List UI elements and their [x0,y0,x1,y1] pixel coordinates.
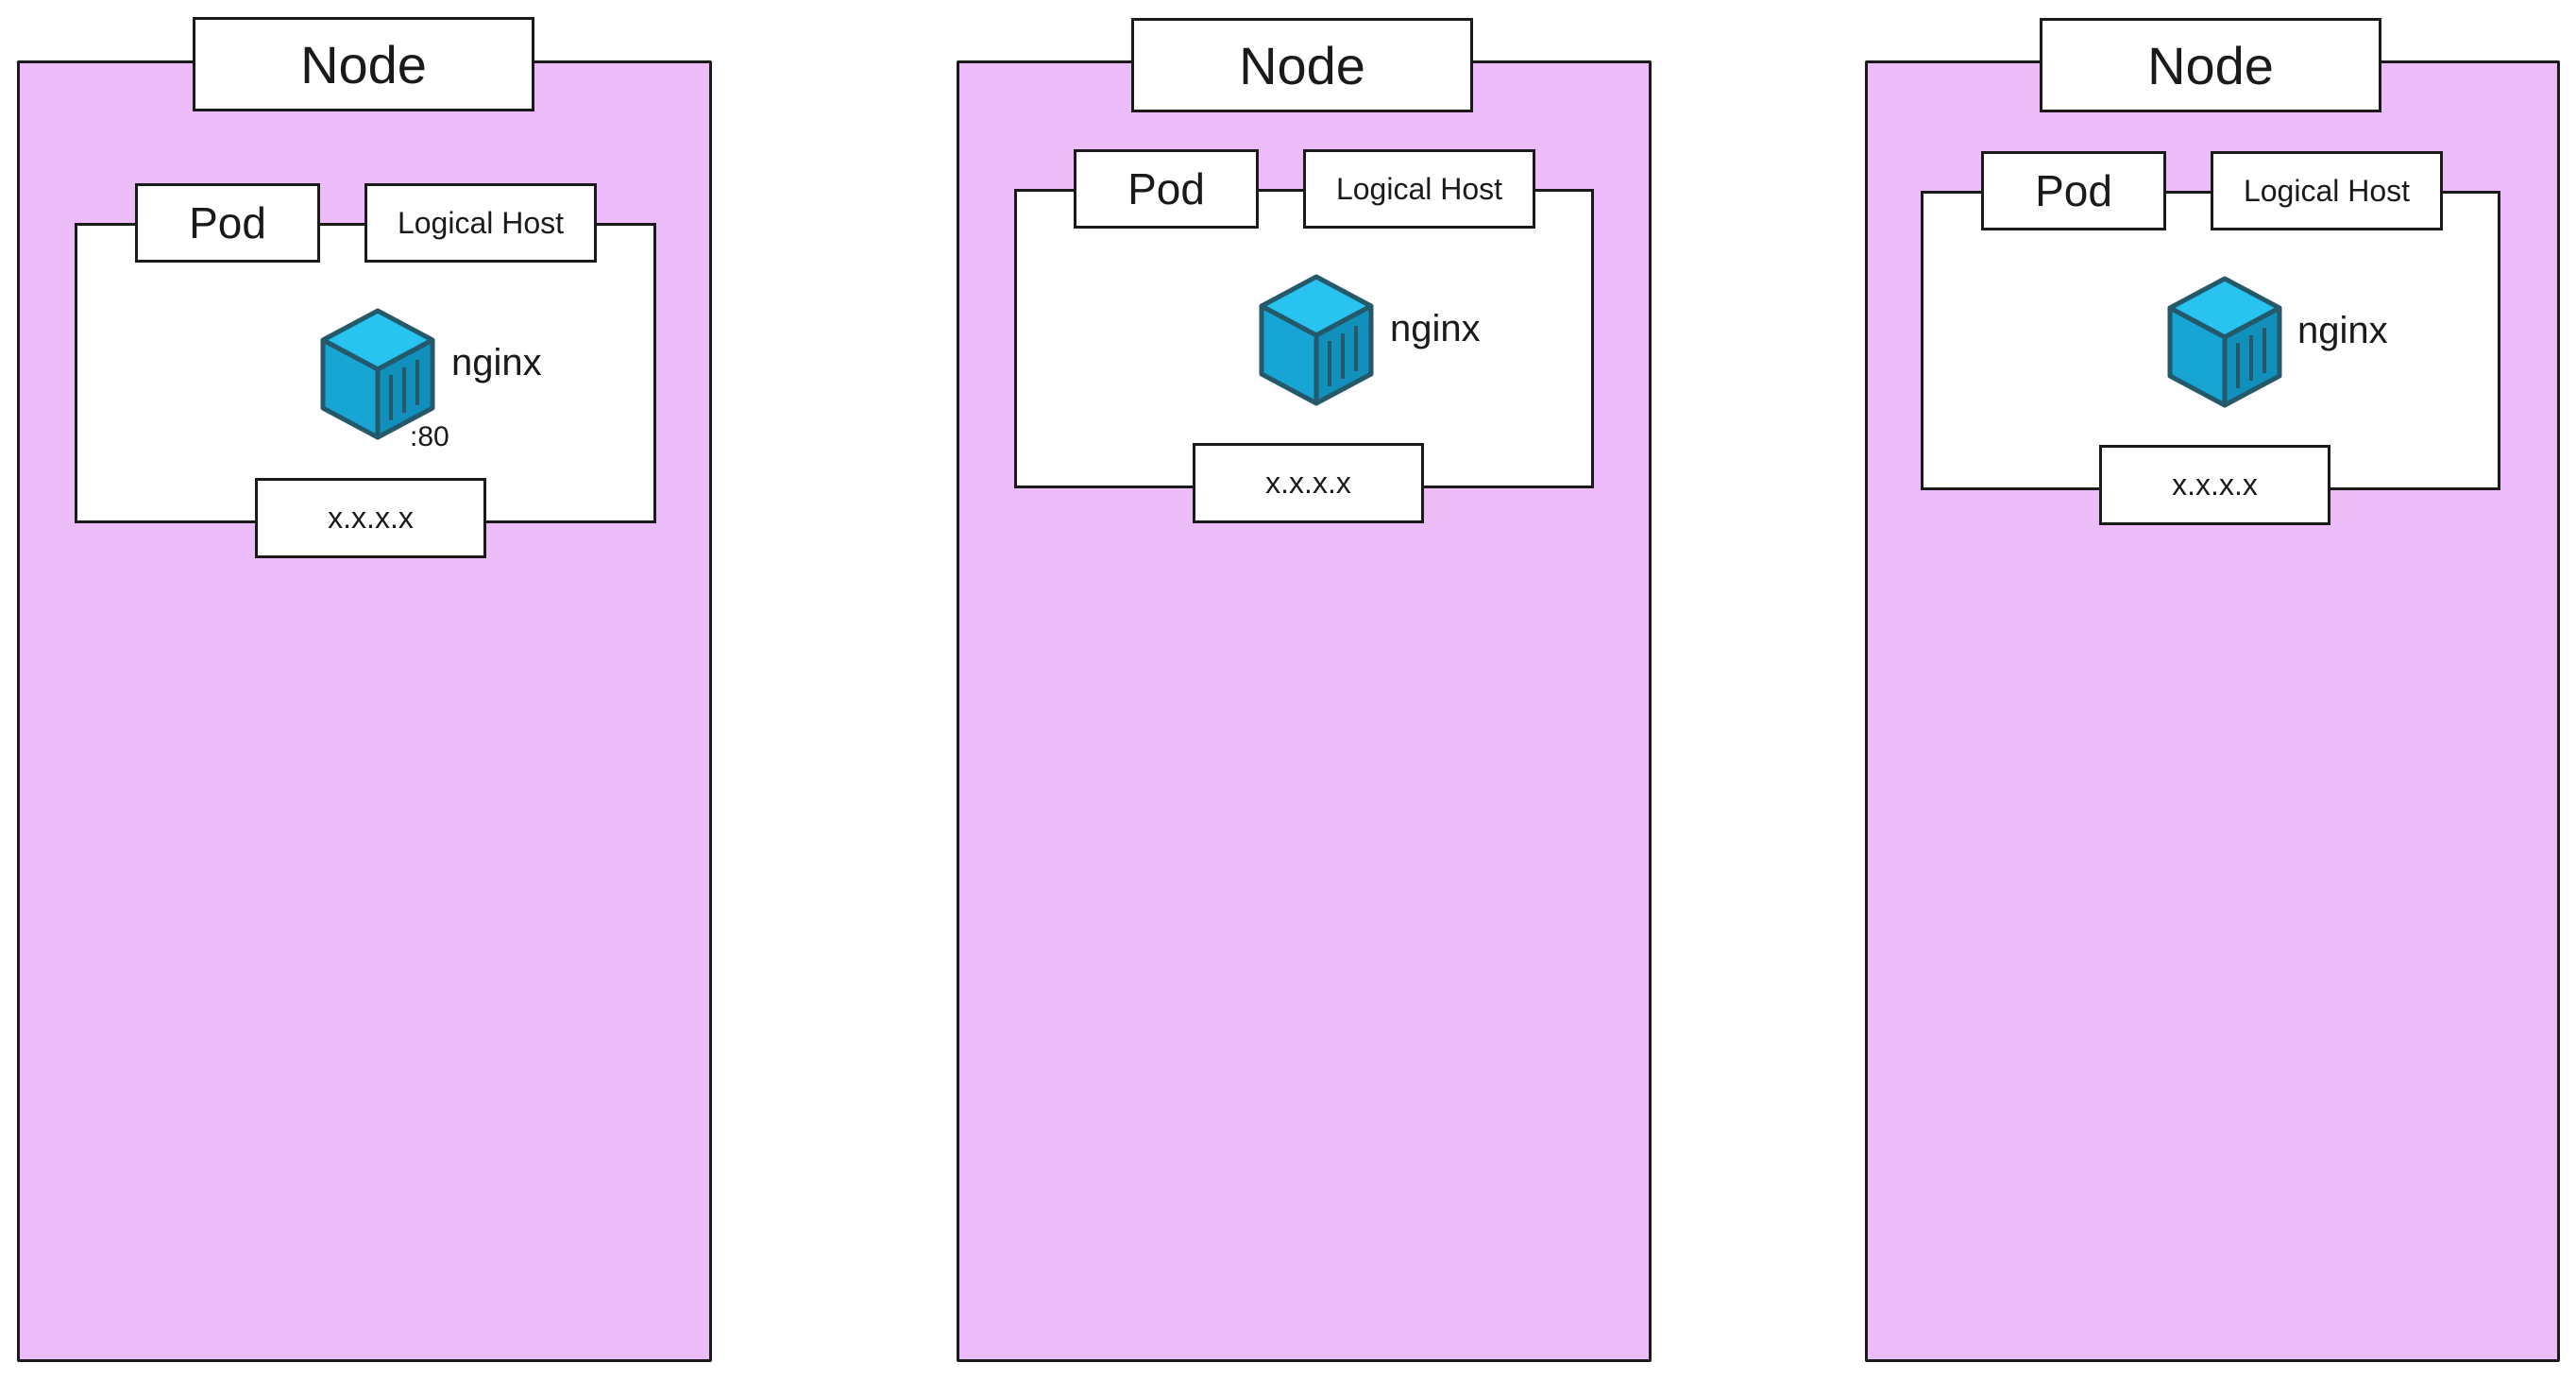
container-icon [1256,273,1377,407]
pod-ip-label-2: x.x.x.x [1193,443,1424,523]
container-name-1: nginx [451,342,542,383]
container-icon [2164,275,2285,409]
pod-label-3: Pod [1981,151,2166,230]
pod-ip-label-3: x.x.x.x [2099,445,2330,525]
container-name-3: nginx [2297,310,2388,351]
container-name-2: nginx [1390,308,1481,349]
node-label-3: Node [2040,18,2381,112]
pod-ip-label-1: x.x.x.x [255,478,486,558]
node-label-1: Node [193,17,534,111]
node-label-2: Node [1131,18,1473,112]
logical-host-label-2: Logical Host [1303,149,1535,229]
pod-label-1: Pod [135,183,320,263]
pod-label-2: Pod [1074,149,1259,229]
logical-host-label-3: Logical Host [2211,151,2443,230]
container-port-1: :80 [410,421,449,452]
logical-host-label-1: Logical Host [364,183,597,263]
